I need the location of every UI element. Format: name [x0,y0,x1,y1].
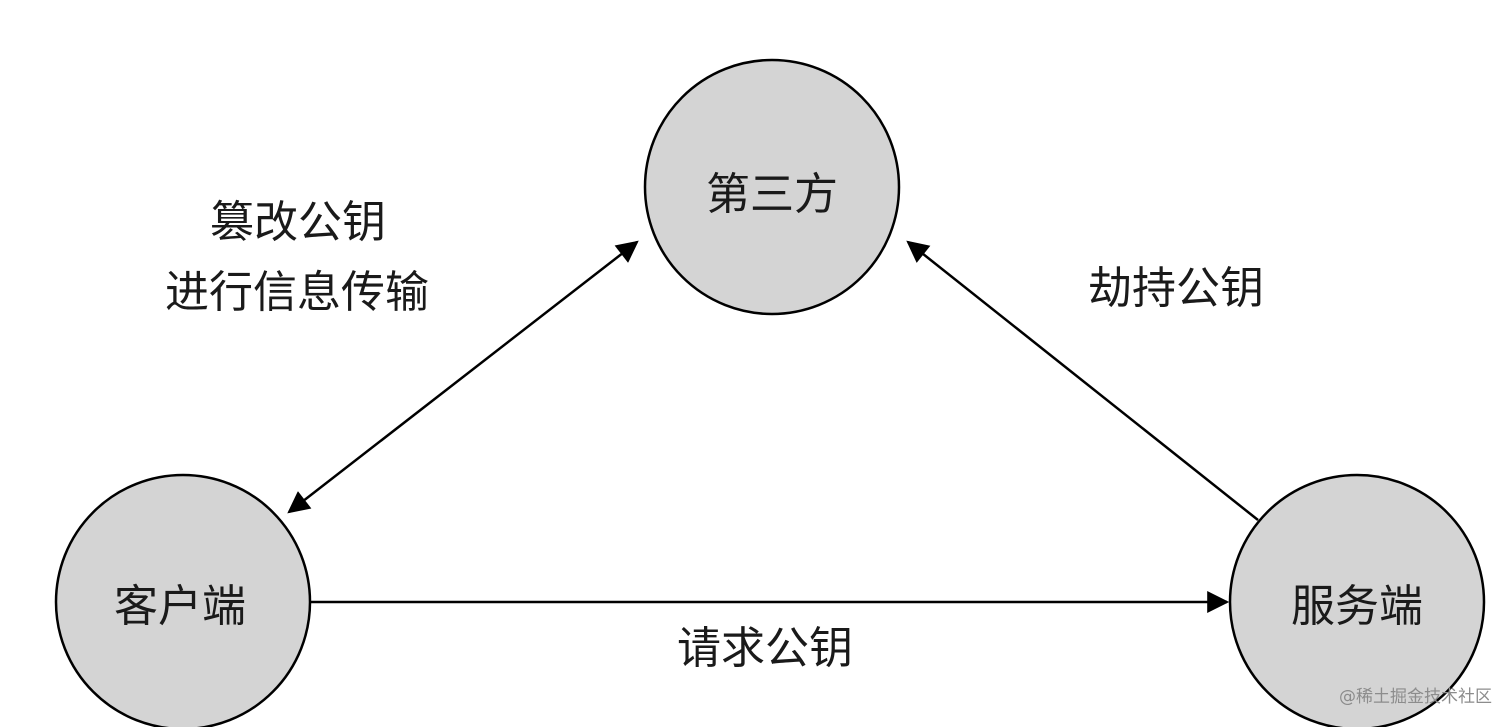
node-third-party-label: 第三方 [706,169,838,220]
edge-request-label: 请求公钥 [677,623,853,674]
edge-server-to-third-party [906,240,1259,521]
edge-tamper-label-line1: 篡改公钥 [210,197,386,248]
node-client-circle [54,473,312,727]
edge-hijack-label: 劫持公钥 [1088,263,1264,314]
edge-client-third-party [287,240,639,514]
node-client-label: 客户端 [114,581,246,632]
node-server-label: 服务端 [1291,581,1423,632]
watermark-text: @稀土掘金技术社区 [1339,687,1492,707]
node-server-circle [1228,473,1486,727]
edge-tamper-label-line2: 进行信息传输 [165,267,429,318]
node-third-party-circle [643,58,901,316]
